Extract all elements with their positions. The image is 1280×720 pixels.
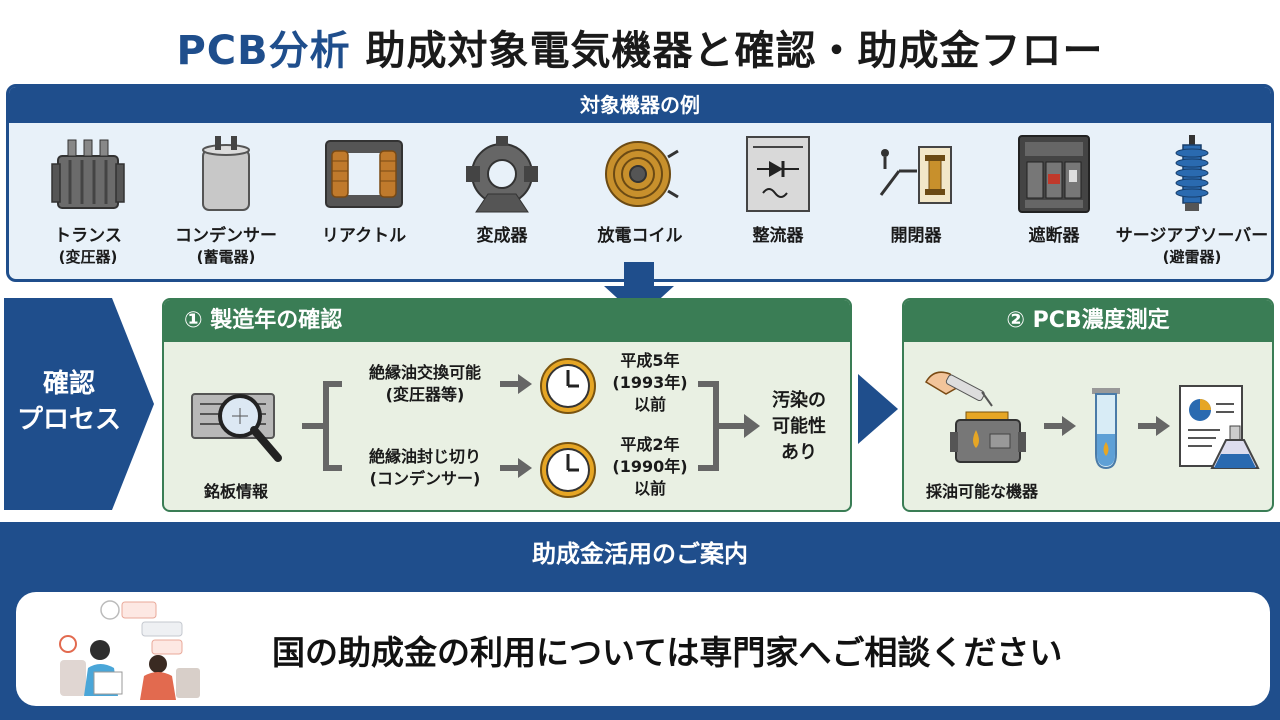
equipment-item-discharge-coil: 放電コイル [575, 131, 705, 267]
branch-oil-sealed-line2: (コンデンサー) [369, 469, 481, 488]
year-line2: (1993年) [612, 373, 688, 392]
analysis-report-icon [1176, 382, 1262, 474]
equipment-item-capacitor: コンデンサー (蓄電器) [161, 131, 291, 267]
target-equipment-panel: 対象機器の例 トランス (変圧器) [6, 84, 1274, 282]
year-line3: 以前 [633, 479, 666, 498]
equipment-list: トランス (変圧器) コンデンサー (蓄電器) [9, 123, 1271, 267]
rectifier-icon [733, 131, 823, 217]
year-threshold-1990: 平成2年 (1990年) 以前 [604, 434, 696, 500]
equipment-item-switch: 開閉器 [851, 131, 981, 267]
process-label: 確認 プロセス [4, 366, 134, 438]
process-label-line2: プロセス [16, 405, 121, 435]
equipment-item-reactor: リアクトル [299, 131, 429, 267]
subsidy-section: 助成金活用のご案内 国の助成金の利用については専門家へご相談ください [0, 522, 1280, 720]
consultation-illustration-icon [54, 598, 204, 702]
equipment-sublabel: (変圧器) [58, 248, 118, 266]
equipment-label: 整流器 [752, 226, 804, 246]
equipment-item-surge-absorber: サージアブソーバー (避雷器) [1116, 131, 1268, 267]
equipment-header: 対象機器の例 [9, 87, 1271, 123]
year-line1: 平成2年 [620, 435, 680, 454]
clock-icon [538, 356, 598, 416]
subsidy-title: 助成金活用のご案内 [532, 540, 748, 568]
equipment-item-rectifier: 整流器 [713, 131, 843, 267]
reactor-icon [319, 131, 409, 217]
branch-oil-replaceable-line1: 絶縁油交換可能 [368, 363, 481, 382]
subsidy-card: 国の助成金の利用については専門家へご相談ください [16, 592, 1270, 706]
equipment-label: リアクトル [321, 226, 407, 246]
clock-icon [538, 440, 598, 500]
subsidy-consultation-message: 国の助成金の利用については専門家へご相談ください [272, 633, 1063, 672]
title-main: 助成対象電気機器と確認・助成金フロー [365, 28, 1104, 74]
contamination-possible-label: 汚染の 可能性 あり [772, 388, 826, 466]
year-line3: 以前 [633, 395, 666, 414]
equipment-label: サージアブソーバー [1115, 226, 1269, 246]
oil-sampling-icon [920, 360, 1030, 470]
process-label-line1: 確認 [42, 369, 95, 399]
process-chevron [4, 298, 156, 510]
equipment-label: 遮断器 [1028, 226, 1080, 246]
nameplate-label: 銘板情報 [204, 482, 269, 501]
step2-arrows [904, 300, 1272, 510]
equipment-sublabel: (蓄電器) [196, 248, 256, 266]
surge-absorber-icon [1147, 131, 1237, 217]
equipment-item-instrument-transformer: 変成器 [437, 131, 567, 267]
right-arrow-icon [858, 374, 898, 444]
equipment-label: 放電コイル [597, 226, 683, 246]
equipment-label: コンデンサー [175, 226, 277, 246]
nameplate-magnifier-icon [188, 386, 288, 466]
instrument-transformer-icon [457, 131, 547, 217]
test-tube-icon [1086, 386, 1126, 472]
branch-oil-sealed: 絶縁油封じ切り (コンデンサー) [350, 446, 500, 490]
switch-icon [871, 131, 961, 217]
discharge-coil-icon [595, 131, 685, 217]
year-line1: 平成5年 [620, 351, 680, 370]
result-line1: 汚染の [772, 390, 826, 411]
equipment-item-circuit-breaker: 遮断器 [989, 131, 1119, 267]
title-accent: PCB分析 [176, 28, 351, 74]
page-title: PCB分析 助成対象電気機器と確認・助成金フロー [0, 18, 1280, 76]
circuit-breaker-icon [1009, 131, 1099, 217]
equipment-item-transformer: トランス (変圧器) [23, 131, 153, 267]
step2-panel: ② PCB濃度測定 採油可能な機器 [902, 298, 1274, 512]
branch-connectors [164, 300, 850, 510]
result-line2: 可能性 [772, 416, 826, 437]
year-line2: (1990年) [612, 457, 688, 476]
transformer-icon [43, 131, 133, 217]
step1-header: ① 製造年の確認 [164, 300, 850, 342]
step2-header: ② PCB濃度測定 [904, 300, 1272, 342]
year-threshold-1993: 平成5年 (1993年) 以前 [604, 350, 696, 416]
result-line3: あり [781, 442, 817, 463]
sampling-label: 採油可能な機器 [926, 482, 1039, 501]
equipment-label: トランス [54, 226, 122, 246]
branch-oil-replaceable-line2: (変圧器等) [385, 385, 465, 404]
branch-oil-sealed-line1: 絶縁油封じ切り [368, 447, 481, 466]
equipment-label: 変成器 [476, 226, 528, 246]
equipment-sublabel: (避雷器) [1162, 248, 1222, 266]
equipment-label: 開閉器 [890, 226, 942, 246]
step1-panel: ① 製造年の確認 銘板情報 絶縁油交換可能 (変 [162, 298, 852, 512]
capacitor-icon [181, 131, 271, 217]
branch-oil-replaceable: 絶縁油交換可能 (変圧器等) [350, 362, 500, 406]
